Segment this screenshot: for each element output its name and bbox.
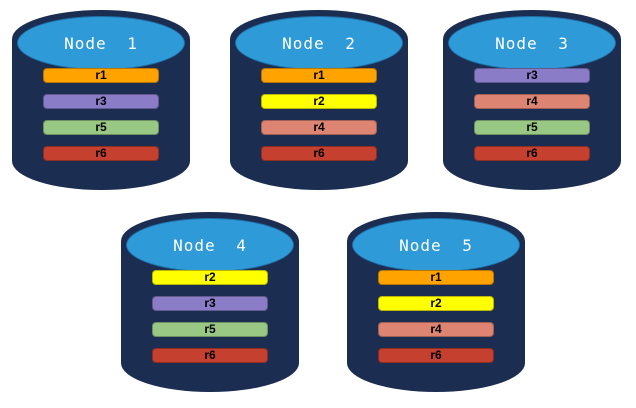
replica-label: r2 — [430, 296, 442, 310]
replica-bar: r2 — [378, 296, 494, 311]
replica-label: r3 — [95, 94, 107, 108]
cylinder-top-face: Node 2 — [235, 16, 403, 70]
cylinder-bottom-ellipse — [121, 334, 299, 392]
replica-bar: r1 — [378, 270, 494, 285]
replica-bar: r6 — [152, 348, 268, 363]
replica-label: r5 — [526, 120, 538, 134]
replica-label: r6 — [204, 348, 216, 362]
replica-bar: r3 — [152, 296, 268, 311]
node-label: Node 4 — [173, 235, 247, 255]
replica-list: r2 r3 r5 r6 — [152, 270, 268, 363]
cylinder-top-face: Node 1 — [17, 16, 185, 70]
replica-bar: r5 — [152, 322, 268, 337]
replica-bar: r4 — [261, 120, 377, 135]
node-cylinder-1: Node 1 r1 r3 r5 r6 — [12, 10, 190, 190]
replica-label: r6 — [526, 146, 538, 160]
replica-label: r3 — [204, 296, 216, 310]
node-label: Node 5 — [399, 235, 473, 255]
replica-bar: r6 — [43, 146, 159, 161]
replica-label: r1 — [430, 270, 442, 284]
replica-bar: r1 — [43, 68, 159, 83]
node-cylinder-5: Node 5 r1 r2 r4 r6 — [347, 212, 525, 392]
node-label: Node 1 — [64, 33, 138, 53]
replica-bar: r4 — [474, 94, 590, 109]
replica-bar: r5 — [43, 120, 159, 135]
replica-label: r5 — [204, 322, 216, 336]
node-label: Node 2 — [282, 33, 356, 53]
cylinder-top-face: Node 5 — [352, 218, 520, 272]
replica-label: r1 — [95, 68, 107, 82]
replica-label: r1 — [313, 68, 325, 82]
node-label: Node 3 — [495, 33, 569, 53]
replica-bar: r2 — [261, 94, 377, 109]
cylinder-bottom-ellipse — [12, 132, 190, 190]
replica-label: r4 — [313, 120, 325, 134]
replica-bar: r6 — [378, 348, 494, 363]
cylinder-bottom-ellipse — [347, 334, 525, 392]
replica-label: r6 — [430, 348, 442, 362]
replica-bar: r2 — [152, 270, 268, 285]
replica-label: r3 — [526, 68, 538, 82]
node-cylinder-4: Node 4 r2 r3 r5 r6 — [121, 212, 299, 392]
replica-bar: r3 — [43, 94, 159, 109]
replica-bar: r6 — [474, 146, 590, 161]
replica-label: r6 — [95, 146, 107, 160]
cylinder-bottom-ellipse — [230, 132, 408, 190]
replica-bar: r3 — [474, 68, 590, 83]
node-cylinder-3: Node 3 r3 r4 r5 r6 — [443, 10, 621, 190]
replica-list: r1 r3 r5 r6 — [43, 68, 159, 161]
replica-label: r2 — [313, 94, 325, 108]
replica-bar: r4 — [378, 322, 494, 337]
replica-list: r1 r2 r4 r6 — [378, 270, 494, 363]
replica-list: r1 r2 r4 r6 — [261, 68, 377, 161]
replica-label: r2 — [204, 270, 216, 284]
replica-bar: r1 — [261, 68, 377, 83]
cylinder-top-face: Node 3 — [448, 16, 616, 70]
node-cylinder-2: Node 2 r1 r2 r4 r6 — [230, 10, 408, 190]
replica-label: r6 — [313, 146, 325, 160]
replica-label: r4 — [526, 94, 538, 108]
replica-bar: r5 — [474, 120, 590, 135]
replica-bar: r6 — [261, 146, 377, 161]
replica-label: r4 — [430, 322, 442, 336]
replica-list: r3 r4 r5 r6 — [474, 68, 590, 161]
cylinder-bottom-ellipse — [443, 132, 621, 190]
replica-label: r5 — [95, 120, 107, 134]
cylinder-top-face: Node 4 — [126, 218, 294, 272]
